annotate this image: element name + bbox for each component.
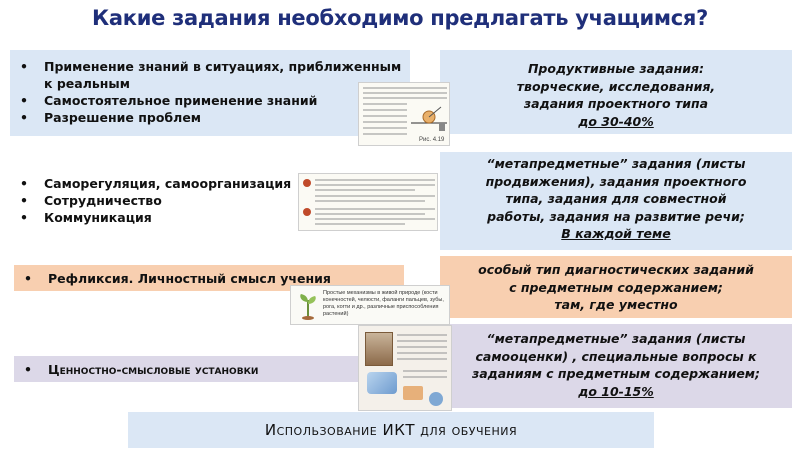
list-item: Самостоятельное применение знаний (10, 92, 410, 109)
bullet-marker-icon (303, 179, 311, 187)
list-item: Коммуникация (10, 209, 300, 226)
right-line: работы, задания на развитие речи; (487, 208, 745, 224)
right-line: творческие, исследования, (516, 78, 716, 94)
list-item: Ценностно-смысловые установки (14, 361, 360, 378)
right-box-3: особый тип диагностических заданий с пре… (440, 256, 792, 318)
list-item-text: Коммуникация (44, 210, 152, 225)
diagram-orange-icon (403, 386, 423, 400)
mechanisms-text: Простые механизмы в живой природе (кости… (323, 290, 444, 317)
right-line: типа, задания для совместной (505, 191, 727, 206)
right-line: продвижения), задания проектного (485, 173, 747, 189)
sprout-icon (300, 294, 316, 320)
list-item: Применение знаний в ситуациях, приближен… (10, 58, 410, 92)
bullet-marker-icon (303, 208, 311, 216)
lever-diagram-icon (411, 106, 447, 131)
list-item-text: Разрешение проблем (44, 110, 202, 125)
left-box-2: Саморегуляция, самоорганизация Сотруднич… (10, 165, 300, 231)
right-line: заданиям с предметным содержанием; (471, 366, 761, 381)
ict-usage-text: Использование ИКТ для обучения (264, 421, 518, 439)
right-line-highlight: В каждой теме (561, 226, 671, 241)
textbook-page-questions-image (298, 173, 438, 231)
slide-title: Какие задания необходимо предлагать учащ… (92, 6, 708, 30)
list-item-text: Применение знаний в ситуациях, приближен… (44, 59, 402, 91)
list-item: Разрешение проблем (10, 109, 410, 126)
left-box-4: Ценностно-смысловые установки (14, 356, 360, 382)
right-line-highlight: до 10-15% (578, 383, 654, 399)
figure-caption: Рис. 4.19 (419, 137, 445, 143)
right-line: Продуктивные задания: (527, 61, 705, 76)
left-box-1: Применение знаний в ситуациях, приближен… (10, 50, 410, 136)
right-line: особый тип диагностических заданий (478, 262, 754, 277)
right-line: с предметным содержанием; (509, 279, 723, 295)
textbook-page-portrait-image (358, 325, 452, 411)
list-item: Сотрудничество (10, 192, 300, 209)
right-box-2: “метапредметные” задания (листы продвиже… (440, 152, 792, 250)
list-item-text: Саморегуляция, самоорганизация (44, 176, 292, 191)
textbook-page-mechanisms-image: Простые механизмы в живой природе (кости… (290, 285, 450, 325)
list-item: Саморегуляция, самоорганизация (10, 175, 300, 192)
ict-usage-label: Использование ИКТ для обучения (128, 412, 654, 448)
textbook-page-physics-image: Рис. 4.19 (358, 82, 450, 146)
right-line: “метапредметные” задания (листы (486, 156, 746, 171)
list-item: Рефликсия. Личностный смысл учения (14, 270, 404, 287)
diagram-blue-icon (367, 372, 397, 394)
list-item-text: Ценностно-смысловые установки (48, 362, 259, 377)
globe-icon (429, 392, 443, 406)
list-item-text: Сотрудничество (44, 193, 162, 208)
list-item-text: Рефликсия. Личностный смысл учения (48, 271, 331, 286)
right-line: там, где уместно (554, 297, 678, 312)
left-box-3: Рефликсия. Личностный смысл учения (14, 265, 404, 291)
right-line: задания проектного типа (523, 96, 709, 111)
portrait-icon (365, 332, 393, 366)
right-line: “метапредметные” задания (листы (486, 331, 746, 346)
right-box-4: “метапредметные” задания (листы самооцен… (440, 324, 792, 408)
right-line-highlight: до 30-40% (578, 113, 654, 129)
right-box-1: Продуктивные задания: творческие, исслед… (440, 50, 792, 134)
right-line: самооценки) , специальные вопросы к (475, 348, 757, 364)
list-item-text: Самостоятельное применение знаний (44, 93, 318, 108)
